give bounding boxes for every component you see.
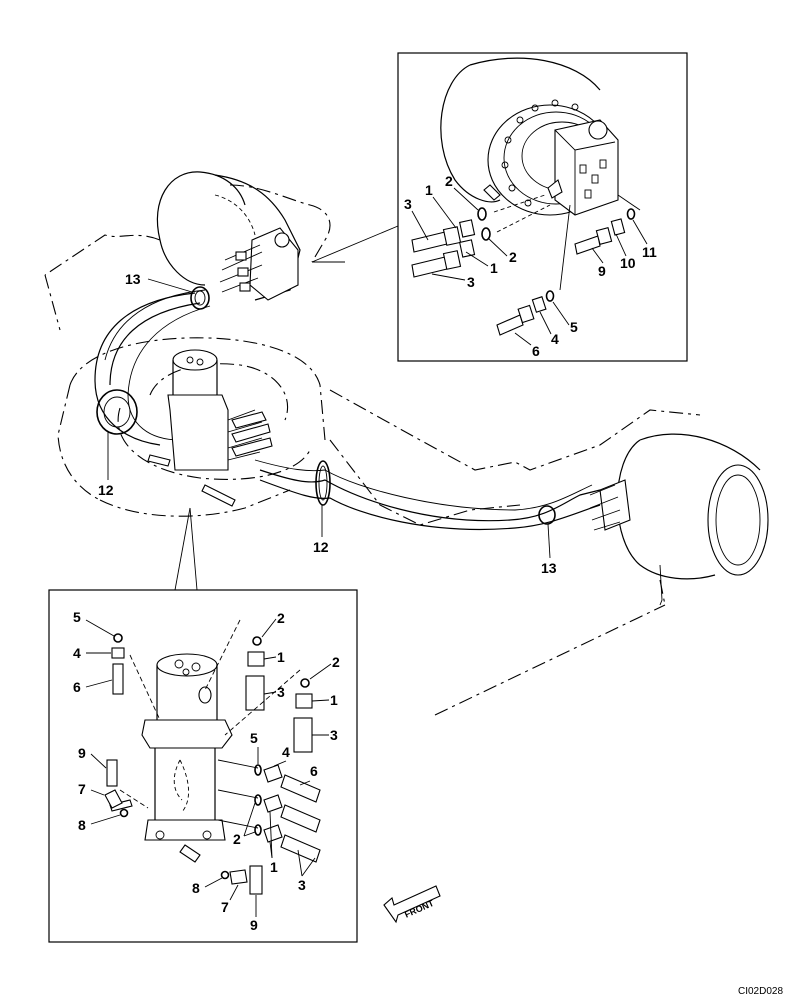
front-direction-arrow: FRONT [383, 885, 441, 924]
hose-clamp-12-mid [315, 460, 331, 506]
left-travel-motor [44, 171, 331, 301]
travel-motor-inset: 3 1 2 2 1 3 9 10 11 5 4 6 [311, 52, 688, 362]
callout-label: 1 [330, 692, 338, 708]
callout-label: 10 [620, 255, 636, 271]
callout-label: 3 [330, 727, 338, 743]
swivel-joint-detail [109, 653, 233, 863]
callout-label: 5 [73, 609, 81, 625]
callout-label: 5 [570, 319, 578, 335]
hose-clamp-13-right [538, 505, 556, 525]
callout-label: 9 [250, 917, 258, 933]
callout-label: 3 [277, 684, 285, 700]
callout-label: 3 [467, 274, 475, 290]
inset-leader-top-a [311, 225, 399, 263]
callout-label: 6 [532, 343, 540, 359]
callout-label: 12 [98, 482, 114, 498]
callout-label: 6 [310, 763, 318, 779]
callout-label: 9 [598, 263, 606, 279]
center-swivel-joint [147, 349, 273, 507]
callout-label: 9 [78, 745, 86, 761]
callout-label: 3 [404, 196, 412, 212]
callout-label: 2 [332, 654, 340, 670]
callout-label: 1 [270, 859, 278, 875]
callout-label: 4 [282, 744, 290, 760]
callout-label: 12 [313, 539, 329, 555]
callout-label: 4 [551, 331, 559, 347]
callout-label: 1 [277, 649, 285, 665]
callout-label: 2 [445, 173, 453, 189]
swivel-joint-inset: 5 4 6 9 7 8 8 7 9 2 1 2 3 1 3 5 4 6 2 [48, 589, 358, 943]
right-travel-motor [589, 433, 769, 606]
callout-label: 8 [78, 817, 86, 833]
callout-label: 1 [425, 182, 433, 198]
callout-label: 2 [509, 249, 517, 265]
callout-label: 2 [233, 831, 241, 847]
top-inset-callouts: 3 1 2 2 1 3 9 10 11 5 4 6 [404, 173, 657, 359]
callout-label: 13 [125, 271, 141, 287]
inset-top-fittings [411, 194, 641, 336]
inset-frame-top [397, 52, 688, 362]
hose-fittings-set [217, 759, 321, 863]
inset-frame-bottom [48, 589, 358, 943]
callout-label: 5 [250, 730, 258, 746]
callout-label: 4 [73, 645, 81, 661]
callout-label: 3 [298, 877, 306, 893]
callout-label: 8 [192, 880, 200, 896]
callout-label: 2 [277, 610, 285, 626]
drawing-code: CI02D028 [738, 986, 783, 997]
travel-motor-detail [440, 57, 619, 216]
callout-label: 13 [541, 560, 557, 576]
hose-clamp-12-left [96, 389, 138, 435]
callout-label: 7 [78, 781, 86, 797]
main-assembly: 13 12 12 13 [44, 171, 769, 716]
callout-label: 1 [490, 260, 498, 276]
callout-label: 7 [221, 899, 229, 915]
callout-label: 11 [642, 244, 657, 260]
callout-label: 6 [73, 679, 81, 695]
